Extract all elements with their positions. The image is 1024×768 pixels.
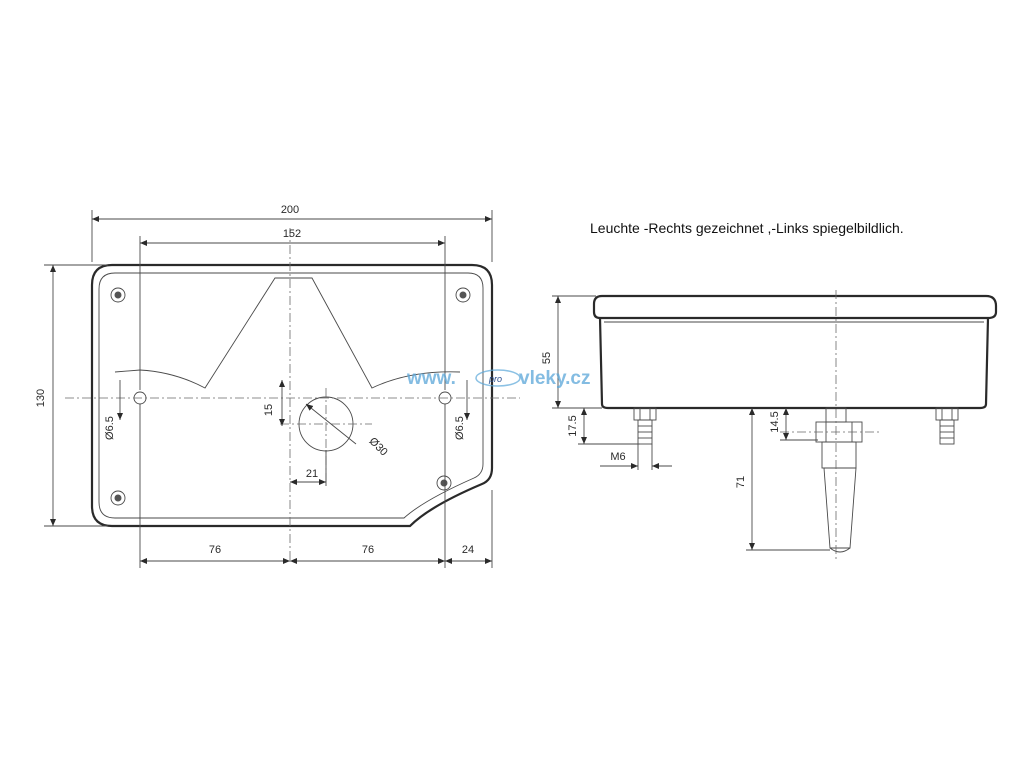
side-view: 55 17.5 M6 14.5 71 [541,290,998,560]
dim-hole-right: Ø6.5 [454,416,466,440]
dim-hole-left: Ø6.5 [104,416,116,440]
svg-text:pro: pro [488,374,502,384]
drawing-note: Leuchte -Rechts gezeichnet ,-Links spieg… [590,220,904,236]
dim-overall-width: 200 [281,204,299,216]
bolt-left [633,407,657,445]
dim-connector-offset: 14.5 [769,411,781,432]
screw-icon [110,490,126,506]
dim-thread: M6 [610,451,625,463]
dim-cable-length: 71 [735,476,747,488]
dim-bottom-mid: 76 [362,544,374,556]
dim-bottom-left: 76 [209,544,221,556]
housing-rim [592,294,998,320]
dim-inner-width: 152 [283,228,301,240]
cable-connector [815,407,863,553]
housing-body [598,317,990,410]
screw-icon [455,287,471,303]
dim-height: 130 [35,389,47,407]
dim-cable-hole: Ø30 [367,435,390,458]
lens-outline [98,272,484,519]
screw-icon [436,475,452,491]
dim-center-offset-h: 21 [306,468,318,480]
dim-center-offset-v: 15 [263,404,275,416]
dim-body-height: 55 [541,352,553,364]
watermark-logo: www. pro vleky.cz [406,368,590,389]
dim-bottom-right: 24 [462,544,474,556]
dim-bolt-length: 17.5 [567,415,579,436]
svg-text:vleky.cz: vleky.cz [519,368,590,389]
screw-icon [110,287,126,303]
bolt-right [935,407,959,445]
housing-outline [90,263,494,528]
svg-text:www.: www. [406,368,456,389]
